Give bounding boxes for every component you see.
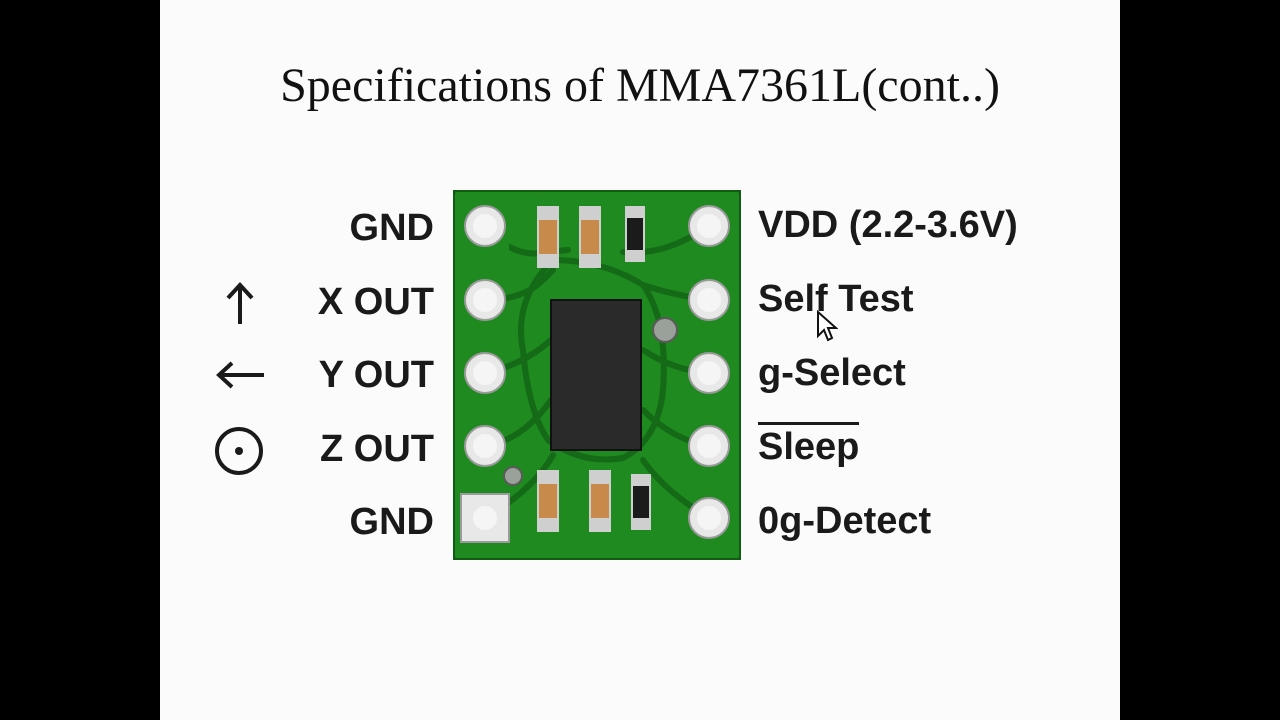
left-pin-label-x-out: X OUT xyxy=(317,281,434,323)
right-pin-label-g-select: g-Select xyxy=(758,352,906,394)
circle-dot-icon xyxy=(215,427,263,475)
right-pin-label-sleep: Sleep xyxy=(758,422,860,469)
pcb-components-bottom xyxy=(537,470,651,532)
pcb-via xyxy=(652,317,678,343)
slide: Specifications of MMA7361L(cont..) GND X… xyxy=(160,0,1120,720)
right-pin-label-0g-detect: 0g-Detect xyxy=(758,500,932,542)
arrow-up-icon xyxy=(226,282,254,324)
right-pin-label-vdd: VDD (2.2-3.6V) xyxy=(758,204,1018,246)
arrow-left-icon xyxy=(216,361,264,389)
pcb-pads-left xyxy=(460,202,510,543)
pcb-board xyxy=(453,190,741,560)
mouse-cursor-icon xyxy=(817,310,838,342)
pcb-components-top xyxy=(537,206,645,268)
left-pin-label-gnd-bottom: GND xyxy=(349,501,434,543)
pcb-via-small xyxy=(503,466,523,486)
right-pin-label-self-test: Self Test xyxy=(758,278,914,320)
left-pin-label-gnd-top: GND xyxy=(349,207,434,249)
pcb-pads-right xyxy=(688,205,730,539)
left-pin-label-y-out: Y OUT xyxy=(318,354,434,396)
left-pin-label-z-out: Z OUT xyxy=(320,428,434,470)
slide-title: Specifications of MMA7361L(cont..) xyxy=(280,59,1000,112)
accelerometer-chip xyxy=(550,299,642,451)
